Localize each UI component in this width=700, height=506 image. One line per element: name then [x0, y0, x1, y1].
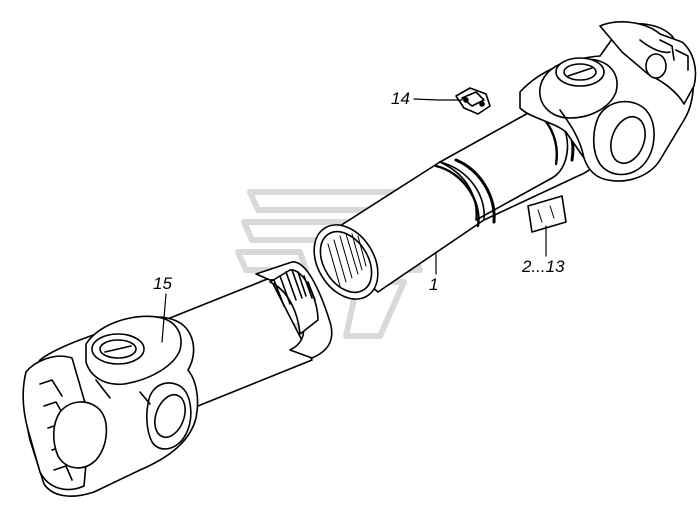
leader-14 [413, 98, 463, 101]
callout-part-1: 1 [429, 275, 439, 294]
shaft-lines [22, 21, 697, 497]
right-sleeve-end [313, 224, 379, 300]
left-bearing-bore [154, 393, 186, 439]
callout-part-15: 15 [153, 274, 172, 293]
balance-plate [527, 195, 567, 233]
leader-15 [161, 293, 167, 343]
right-bearing-bore [610, 115, 646, 165]
bracket-part-14 [455, 87, 491, 115]
callout-part-14: 14 [391, 89, 410, 108]
right-tube-ring [454, 158, 496, 224]
left-spline [269, 269, 319, 335]
callout-parts-2-13: 2...13 [522, 257, 565, 276]
